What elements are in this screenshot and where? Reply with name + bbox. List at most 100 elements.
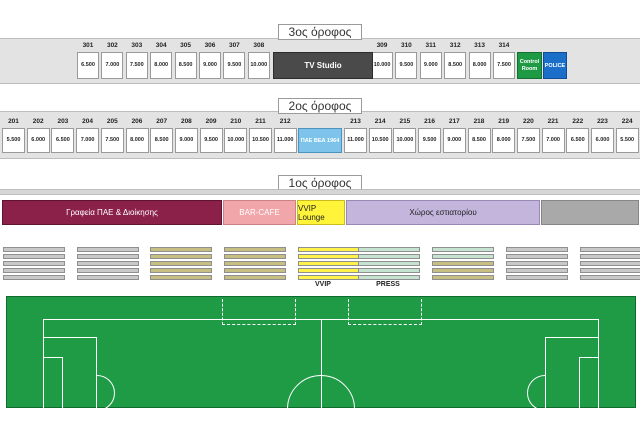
stand-row — [3, 254, 65, 259]
second-floor-box[interactable]: 7.000 — [541, 128, 565, 153]
stand-row — [224, 261, 286, 266]
stand-row — [298, 247, 360, 252]
stand-block[interactable] — [432, 247, 494, 281]
third-floor-box[interactable]: 7.500 — [493, 52, 515, 79]
stand-block[interactable] — [77, 247, 139, 281]
stand-row — [3, 261, 65, 266]
second-floor-box[interactable]: 10.000 — [224, 128, 248, 153]
stand-block[interactable] — [506, 247, 568, 281]
second-floor-box[interactable]: 8.500 — [150, 128, 174, 153]
restaurant-zone[interactable]: Χώρος εστιατορίου — [346, 200, 540, 225]
stand-row — [358, 261, 420, 266]
second-floor-box[interactable]: 5.500 — [615, 128, 639, 153]
second-floor-box[interactable]: 11.000 — [344, 128, 367, 153]
stand-row — [358, 254, 420, 259]
stand-row — [298, 261, 360, 266]
second-floor-box[interactable]: 9.000 — [442, 128, 466, 153]
second-floor-box[interactable]: 10.000 — [393, 128, 417, 153]
second-floor-box-number: 207 — [156, 118, 168, 125]
stand-row — [3, 247, 65, 252]
vvip-lounge-zone[interactable]: VVIP Lounge — [297, 200, 345, 225]
third-floor-box[interactable]: 7.000 — [101, 52, 124, 79]
stand-block[interactable] — [150, 247, 212, 281]
third-floor-box-number: 314 — [498, 42, 510, 49]
third-floor-box[interactable]: 10.000 — [247, 52, 270, 79]
second-floor-box[interactable]: 10.500 — [368, 128, 392, 153]
second-floor-box[interactable]: 6.000 — [26, 128, 50, 153]
second-floor-box[interactable]: 8.000 — [125, 128, 149, 153]
stand-row — [358, 247, 420, 252]
first-floor-band — [0, 189, 640, 195]
third-floor-box[interactable]: 7.500 — [125, 52, 148, 79]
third-floor-box-number: 306 — [204, 42, 216, 49]
tv-studio[interactable]: TV Studio — [273, 52, 373, 79]
third-floor-box[interactable]: 9.500 — [395, 52, 418, 79]
third-floor-box[interactable]: 8.500 — [174, 52, 197, 79]
third-floor-box-number: 308 — [253, 42, 265, 49]
pae-box[interactable]: ΠΑΕ ΒΕΑ 1964 — [298, 128, 342, 153]
stand-row — [358, 268, 420, 273]
second-floor-box-number: 204 — [82, 118, 94, 125]
second-floor-box[interactable]: 9.500 — [199, 128, 223, 153]
left-goal-area — [43, 357, 63, 409]
offices-zone[interactable]: Γραφεία ΠΑΕ & Διοίκησης — [2, 200, 222, 225]
stand-row — [580, 247, 640, 252]
stand-block[interactable] — [3, 247, 65, 281]
second-floor-box[interactable]: 6.500 — [51, 128, 75, 153]
stand-row — [77, 247, 139, 252]
bar-cafe-zone[interactable]: BAR-CAFE — [223, 200, 296, 225]
police-box[interactable]: POLICE — [543, 52, 567, 79]
left-penalty-area — [43, 337, 97, 409]
second-floor-box-number: 217 — [448, 118, 460, 125]
stand-block[interactable] — [298, 247, 360, 281]
second-floor-box-number: 221 — [547, 118, 559, 125]
stand-row — [506, 275, 568, 280]
second-floor-box[interactable]: 7.500 — [516, 128, 540, 153]
third-floor-box-number: 305 — [180, 42, 192, 49]
stand-row — [224, 247, 286, 252]
football-pitch — [6, 296, 636, 443]
stand-row — [432, 254, 494, 259]
second-floor-box-number: 216 — [424, 118, 436, 125]
stand-row — [224, 254, 286, 259]
stand-row — [432, 247, 494, 252]
second-floor-box[interactable]: 6.500 — [566, 128, 590, 153]
stand-row — [506, 254, 568, 259]
second-floor-box[interactable]: 8.500 — [467, 128, 491, 153]
stand-block[interactable] — [358, 247, 420, 281]
second-floor-box-number: 211 — [255, 118, 266, 125]
third-floor-title: 3ος όροφος — [278, 24, 362, 40]
control-room[interactable]: Control Room — [517, 52, 542, 79]
stand-row — [506, 261, 568, 266]
second-floor-box[interactable]: 10.500 — [249, 128, 272, 153]
stand-block[interactable] — [580, 247, 640, 281]
stand-row — [432, 261, 494, 266]
third-floor-box-number: 302 — [106, 42, 118, 49]
second-floor-box[interactable]: 9.000 — [174, 128, 198, 153]
stand-block[interactable] — [224, 247, 286, 281]
second-floor-box[interactable]: 7.000 — [76, 128, 100, 153]
second-floor-box[interactable]: 9.500 — [418, 128, 442, 153]
third-floor-box[interactable]: 6.500 — [77, 52, 99, 79]
third-floor-box[interactable]: 9.000 — [199, 52, 221, 79]
stand-row — [3, 268, 65, 273]
third-floor-box[interactable]: 9.500 — [223, 52, 246, 79]
second-floor-box[interactable]: 5.500 — [2, 128, 25, 153]
second-floor-box-number: 222 — [572, 118, 584, 125]
third-floor-box[interactable]: 8.000 — [150, 52, 173, 79]
third-floor-box[interactable]: 8.500 — [444, 52, 467, 79]
stand-row — [150, 261, 212, 266]
second-floor-box-number: 206 — [131, 118, 143, 125]
third-floor-box[interactable]: 9.000 — [419, 52, 442, 79]
second-floor-box[interactable]: 6.000 — [591, 128, 614, 153]
second-floor-box-number: 218 — [473, 118, 485, 125]
third-floor-box-number: 312 — [449, 42, 461, 49]
second-floor-box-number: 220 — [522, 118, 534, 125]
third-floor-box[interactable]: 8.000 — [468, 52, 491, 79]
first-floor-title: 1ος όροφος — [278, 175, 362, 191]
second-floor-box[interactable]: 11.000 — [273, 128, 297, 153]
second-floor-box[interactable]: 8.000 — [492, 128, 516, 153]
stand-row — [432, 275, 494, 280]
second-floor-box[interactable]: 7.500 — [100, 128, 124, 153]
third-floor-box[interactable]: 10.000 — [371, 52, 393, 79]
